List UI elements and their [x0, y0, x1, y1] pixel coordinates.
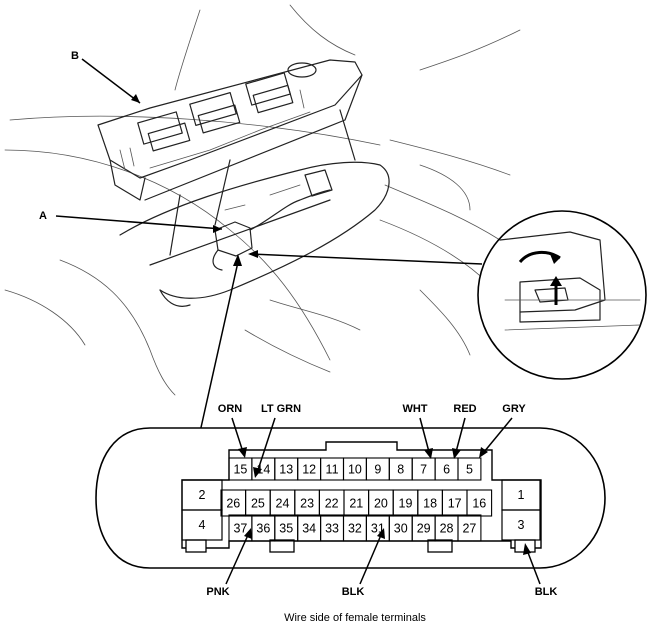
terminal-13: 13 [279, 463, 293, 477]
wire-label-blk-31: BLK [342, 586, 365, 598]
callout-a-label: A [39, 210, 47, 222]
terminal-28: 28 [440, 522, 454, 536]
terminal-5: 5 [466, 463, 473, 477]
terminal-15: 15 [233, 463, 247, 477]
terminal-25: 25 [251, 497, 265, 511]
terminal-24: 24 [276, 497, 290, 511]
callout-b-leader [81, 58, 141, 104]
terminal-23: 23 [300, 497, 314, 511]
terminal-cavity-27 [457, 514, 482, 542]
terminal-cavity-16 [466, 489, 493, 517]
terminal-36: 36 [256, 522, 270, 536]
terminal-1: 1 [518, 488, 525, 502]
lock-release-detail-circle [477, 210, 647, 380]
terminal-30: 30 [394, 522, 408, 536]
terminal-11: 11 [326, 463, 339, 477]
terminal-18: 18 [423, 497, 437, 511]
terminal-20: 20 [374, 497, 388, 511]
terminal-cavity-5 [457, 457, 482, 481]
terminal-2: 2 [199, 488, 206, 502]
terminal-26: 26 [226, 497, 240, 511]
terminal-21: 21 [349, 497, 363, 511]
terminal-29: 29 [417, 522, 431, 536]
wire-leader-lt-grn [257, 417, 276, 471]
detail-pointer-line [249, 253, 483, 265]
callout-b-arrowhead [131, 94, 140, 103]
terminal-27: 27 [462, 522, 476, 536]
terminal-37: 37 [233, 522, 247, 536]
wire-leader-blk-31 [359, 534, 382, 585]
wire-label-lt-grn: LT GRN [261, 403, 301, 415]
wire-label-wht: WHT [402, 403, 427, 415]
terminal-19: 19 [399, 497, 413, 511]
terminal-7: 7 [420, 463, 427, 477]
wire-leader-orn [231, 417, 244, 453]
detail-pointer-arrowhead [248, 250, 258, 258]
connector-pointer-arrowhead [233, 254, 242, 266]
terminal-9: 9 [374, 463, 381, 477]
wire-label-pnk: PNK [206, 586, 229, 598]
terminal-32: 32 [348, 522, 362, 536]
terminal-12: 12 [302, 463, 316, 477]
terminal-10: 10 [348, 463, 362, 477]
terminal-8: 8 [397, 463, 404, 477]
terminal-35: 35 [279, 522, 293, 536]
wire-leader-blk-3 [526, 549, 541, 585]
wire-label-orn: ORN [218, 403, 243, 415]
terminal-17: 17 [448, 497, 462, 511]
terminal-6: 6 [443, 463, 450, 477]
wire-label-blk-3: BLK [535, 586, 558, 598]
terminal-16: 16 [472, 497, 486, 511]
terminal-3: 3 [518, 518, 525, 532]
terminal-4: 4 [199, 518, 206, 532]
wire-label-red: RED [453, 403, 476, 415]
wire-leader-red [455, 417, 466, 453]
terminal-34: 34 [302, 522, 316, 536]
callout-b-label: B [71, 50, 79, 62]
diagram-caption: Wire side of female terminals [284, 612, 426, 624]
wire-leader-wht [419, 417, 430, 453]
wire-label-gry: GRY [502, 403, 526, 415]
callout-a-arrowhead [213, 225, 222, 233]
connector-pointer-line [199, 261, 239, 433]
callout-a-leader [55, 215, 223, 230]
wire-leader-gry [483, 417, 513, 453]
terminal-22: 22 [325, 497, 339, 511]
wire-leader-pnk [225, 534, 249, 585]
terminal-33: 33 [325, 522, 339, 536]
